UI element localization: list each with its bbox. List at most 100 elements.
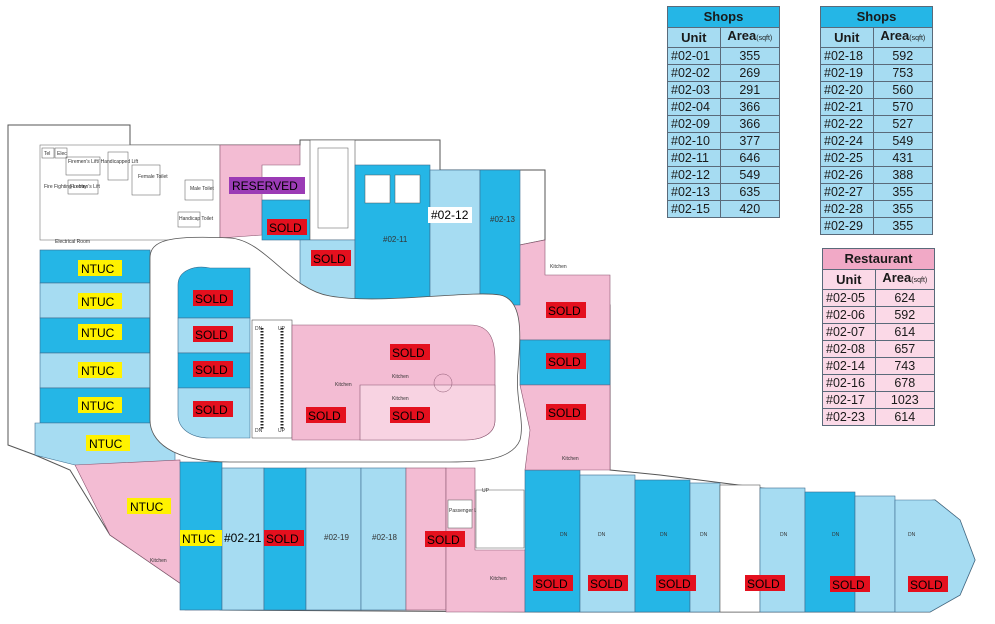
unit-restaurant-right-top[interactable]	[509, 239, 611, 341]
sold-badge-20	[908, 576, 948, 592]
sold-badge-2	[311, 250, 351, 266]
unit-right-5[interactable]	[759, 487, 806, 613]
kitchen-label-bl: Kitchen	[150, 558, 167, 564]
firemens-handicap-lift-label: Firemen's Lift/ Handicapped Lift	[68, 159, 139, 165]
sold-badge-12-text: SOLD	[548, 406, 581, 420]
sold-badge-16	[588, 575, 628, 591]
ntuc-badge-2	[78, 293, 122, 309]
unit-right-end[interactable]	[894, 499, 976, 613]
ntuc-badge-7-text: NTUC	[130, 500, 164, 514]
fire-lobby-label: Fire Fighting Lobby	[44, 184, 87, 190]
stair-core-top	[309, 139, 356, 241]
shops-table-2-area-header: Area(sqft)	[872, 27, 934, 48]
sold-badge-7-text: SOLD	[392, 346, 425, 360]
area-cell: 355	[872, 217, 934, 235]
unit-02-19[interactable]	[305, 467, 362, 611]
area-cell: 560	[872, 81, 934, 99]
sold-badge-10	[546, 302, 586, 318]
kitchen-label-i2: Kitchen	[392, 374, 409, 380]
area-cell: 366	[719, 98, 781, 116]
sold-badge-9-text: SOLD	[392, 409, 425, 423]
unit-02-13-label: #02-13	[490, 215, 515, 224]
area-cell: 592	[872, 47, 934, 65]
ntuc-badge-4-text: NTUC	[81, 364, 115, 378]
area-cell: 614	[874, 323, 936, 341]
unit-cell: #02-11	[667, 149, 721, 167]
sold-badge-10-text: SOLD	[548, 304, 581, 318]
unit-cell: #02-28	[820, 200, 874, 218]
ntuc-badge-6-text: NTUC	[89, 437, 123, 451]
unit-cell: #02-22	[820, 115, 874, 133]
escalator-stair-bottom	[475, 489, 525, 549]
area-cell: 592	[874, 306, 936, 324]
up-label-bottom: UP	[482, 488, 490, 494]
dn-label-r2: DN	[598, 532, 606, 538]
unit-02-13[interactable]	[479, 169, 521, 306]
area-cell: 355	[719, 47, 781, 65]
unit-right-6[interactable]	[804, 491, 856, 613]
unit-cell: #02-15	[667, 200, 721, 218]
electrical-room-label: Electrical Room	[55, 239, 90, 245]
unit-cell: #02-24	[820, 132, 874, 150]
unit-cell: #02-13	[667, 183, 721, 201]
reserved-badge	[229, 177, 305, 194]
sold-badge-20-text: SOLD	[910, 578, 943, 592]
unit-cell: #02-04	[667, 98, 721, 116]
unit-right-7[interactable]	[854, 495, 896, 613]
unit-02-12[interactable]	[429, 169, 481, 306]
unit-cell: #02-01	[667, 47, 721, 65]
handicap-toilet-label: Handicap Toilet	[179, 216, 214, 222]
unit-cell: #02-18	[820, 47, 874, 65]
unit-02-19-label: #02-19	[324, 533, 349, 542]
restaurant-table-area-header: Area(sqft)	[874, 269, 936, 290]
dn-label-r1: DN	[560, 532, 568, 538]
sold-badge-19	[830, 576, 870, 592]
sold-badge-5	[193, 361, 233, 377]
shops-table-2-unit-header: Unit	[820, 27, 874, 48]
area-cell: 269	[719, 64, 781, 82]
reserved-badge-text: RESERVED	[232, 179, 298, 193]
unit-cell: #02-06	[822, 306, 876, 324]
unit-cell: #02-08	[822, 340, 876, 358]
sold-badge-9	[390, 407, 430, 423]
sold-badge-11-text: SOLD	[548, 355, 581, 369]
sold-badge-18-text: SOLD	[747, 577, 780, 591]
unit-02-21-label: #02-21	[224, 531, 262, 545]
sold-badge-14-text: SOLD	[427, 533, 460, 547]
unit-right-2[interactable]	[579, 474, 636, 613]
area-cell: 366	[719, 115, 781, 133]
unit-cell: #02-05	[822, 289, 876, 307]
kitchen-label-rb: Kitchen	[562, 456, 579, 462]
area-cell: 355	[872, 200, 934, 218]
unit-restaurant-right-bottom[interactable]	[519, 384, 611, 471]
unit-02-18[interactable]	[360, 467, 407, 611]
unit-02-21[interactable]	[221, 467, 265, 611]
unit-right-3[interactable]	[634, 479, 691, 613]
unit-cell: #02-27	[820, 183, 874, 201]
unit-cell: #02-17	[822, 391, 876, 409]
firemens-lift-label: Firemen's Lift	[70, 184, 100, 190]
ntuc-badge-1-text: NTUC	[81, 262, 115, 276]
area-cell: 743	[874, 357, 936, 375]
area-cell: 420	[719, 200, 781, 218]
sold-badge-14	[425, 531, 465, 547]
sold-badge-13	[264, 530, 304, 546]
shops-table-2-title: Shops	[820, 6, 933, 28]
sold-badge-17	[656, 575, 696, 591]
sold-badge-4-text: SOLD	[195, 328, 228, 342]
service-core	[39, 144, 221, 241]
unit-right-4[interactable]	[689, 482, 721, 613]
